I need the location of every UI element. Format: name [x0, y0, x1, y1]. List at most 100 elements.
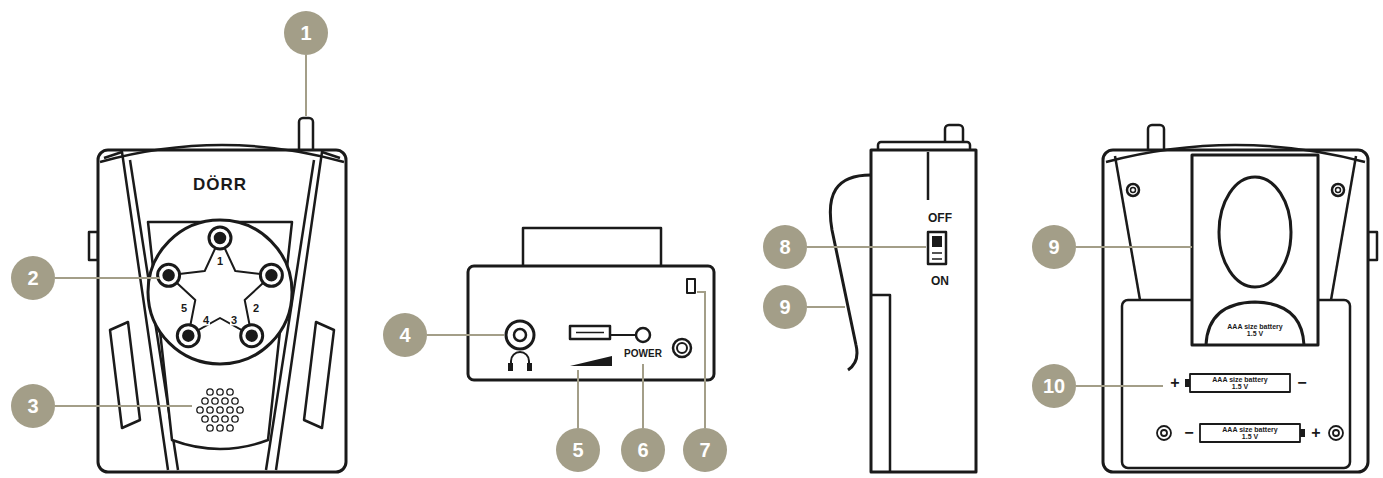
back-view	[1336, 188, 1341, 193]
channel-knob	[260, 264, 282, 286]
bottom-view	[636, 328, 650, 342]
front-view	[98, 150, 346, 472]
leader-line	[807, 306, 845, 308]
front-view	[110, 322, 140, 428]
callout-number: 8	[763, 225, 807, 269]
side-view	[871, 150, 976, 472]
bottom-view	[468, 228, 714, 380]
front-view	[304, 322, 334, 428]
battery-outline	[1190, 374, 1290, 392]
back-view	[1131, 188, 1136, 193]
speaker-grille	[207, 425, 213, 431]
back-view	[1103, 125, 1377, 472]
bottom-view	[523, 228, 661, 270]
speaker-grille	[197, 407, 203, 413]
channel-knob	[164, 270, 174, 280]
channel-knob	[247, 331, 257, 341]
speaker-grille	[202, 416, 208, 422]
channel-knob	[209, 227, 231, 249]
leader-line	[807, 246, 926, 248]
battery-outline	[1333, 430, 1339, 436]
back-view	[1115, 156, 1140, 300]
front-view	[100, 145, 344, 162]
leader-line	[55, 55, 1192, 428]
speaker-grille	[212, 398, 218, 404]
switch-label: OFF	[928, 212, 952, 224]
leader-line	[427, 334, 504, 336]
speaker-grille	[227, 425, 233, 431]
bottom-view	[514, 329, 526, 341]
leader-line	[642, 364, 644, 428]
callout-number: 3	[11, 384, 55, 428]
battery-outline	[1161, 430, 1167, 436]
channel-number: 2	[252, 303, 260, 314]
speaker-grille	[222, 398, 228, 404]
battery-outline	[1300, 429, 1305, 437]
callout-number: 9	[763, 285, 807, 329]
back-view	[1127, 184, 1139, 196]
speaker-grille	[217, 425, 223, 431]
callout-number: 7	[683, 428, 727, 472]
speaker-grille	[227, 407, 233, 413]
headphone-symbol	[527, 363, 532, 371]
callout-number: 9	[1032, 225, 1076, 269]
channel-knob	[241, 325, 263, 347]
bottom-view	[673, 339, 691, 357]
speaker-grille	[232, 398, 238, 404]
leader-line	[305, 55, 307, 116]
side-view	[871, 295, 890, 472]
bottom-view	[610, 334, 636, 336]
bottom-view	[506, 321, 534, 349]
speaker-grille	[232, 416, 238, 422]
polarity-sign: +	[1311, 425, 1320, 441]
side-view	[932, 252, 942, 254]
leader-line	[1076, 246, 1192, 248]
switch-label: ON	[931, 275, 949, 287]
side-view	[927, 152, 930, 200]
front-view	[169, 238, 272, 336]
battery-label: AAA size battery 1.5 V	[1225, 323, 1285, 338]
button-label: POWER	[624, 349, 662, 359]
channel-number: 4	[202, 315, 210, 326]
headphone-symbol	[508, 352, 532, 371]
leader-line	[55, 277, 160, 279]
front-view	[148, 220, 292, 364]
speaker-grille	[212, 416, 218, 422]
side-view	[830, 125, 976, 472]
headphone-symbol	[508, 363, 513, 371]
back-view	[1331, 156, 1356, 300]
back-view	[1103, 150, 1368, 472]
channel-knob	[158, 227, 283, 347]
leader-line	[697, 292, 705, 428]
speaker-grille	[197, 389, 243, 431]
belt-clip	[1192, 155, 1318, 345]
headphone-symbol	[511, 352, 529, 368]
channel-knob	[266, 270, 276, 280]
back-view	[1219, 177, 1291, 287]
channel-knob	[158, 264, 180, 286]
speaker-grille	[222, 416, 228, 422]
channel-number: 1	[216, 256, 224, 267]
bottom-view	[570, 326, 610, 339]
speaker-grille	[202, 398, 208, 404]
callout-number: 4	[383, 313, 427, 357]
bottom-view	[677, 343, 687, 353]
leader-line	[1076, 385, 1163, 387]
bottom-view	[687, 279, 695, 293]
battery-label: AAA size battery 1.5 V	[1210, 376, 1270, 391]
callout-number: 1	[284, 11, 328, 55]
volume-symbol	[570, 356, 612, 366]
front-view	[89, 118, 346, 472]
channel-knob	[183, 331, 193, 341]
battery-label: AAA size battery 1.5 V	[1220, 426, 1280, 441]
channel-knob	[215, 233, 225, 243]
battery-outline	[1200, 424, 1300, 442]
battery-outline	[1329, 426, 1343, 440]
bottom-view	[576, 332, 604, 334]
polarity-sign: +	[1170, 375, 1179, 391]
speaker-grille	[237, 407, 243, 413]
brand-logo: DÖRR	[193, 175, 247, 195]
leader-line	[577, 370, 579, 428]
channel-number: 5	[180, 303, 188, 314]
